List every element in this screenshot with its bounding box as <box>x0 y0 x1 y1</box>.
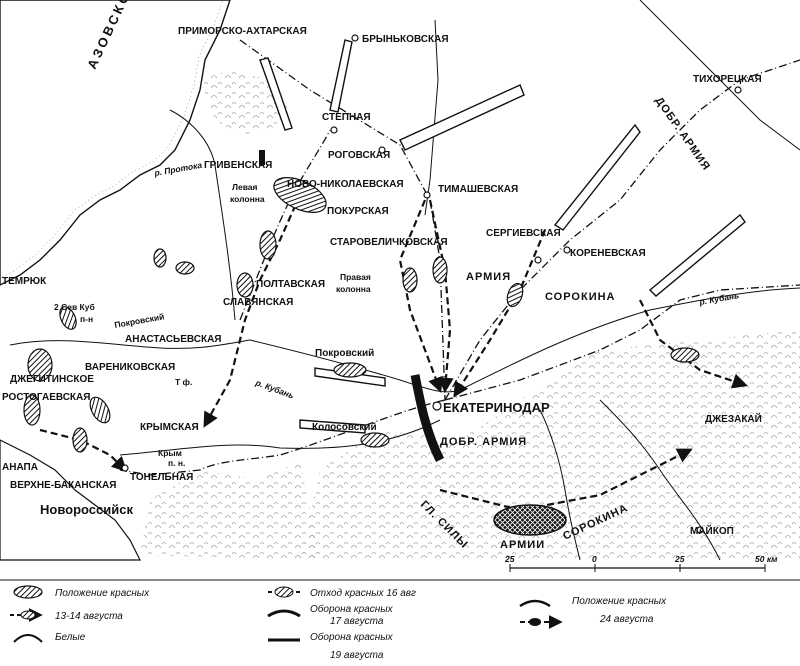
label-varenikovskaya: ВАРЕНИКОВСКАЯ <box>85 362 175 373</box>
red-positions <box>23 177 700 453</box>
legend-whites: Белые <box>55 632 86 643</box>
scale-tick-0: 25 <box>504 554 515 564</box>
main-forces-marker <box>493 504 567 536</box>
label-timashevskaya: ТИМАШЕВСКАЯ <box>438 184 518 195</box>
place-labels: ПРИМОРСКО-АХТАРСКАЯ БРЫНЬКОВСКАЯ ТИХОРЕЦ… <box>2 26 762 537</box>
legend-red-defense-19b: 19 августа <box>330 650 384 661</box>
label-krym-st: Крым <box>158 448 182 458</box>
scale-tick-2: 25 <box>674 554 685 564</box>
sea-area <box>0 0 231 286</box>
label-krym-pn: п. н. <box>168 458 185 468</box>
scale-tick-1: 0 <box>592 554 597 564</box>
label-sorokina: СОРОКИНА <box>545 291 615 303</box>
label-novorossiysk: Новороссийск <box>40 502 133 517</box>
legend-red-defense-19: Оборона красных <box>310 631 394 643</box>
label-kuban-small-2: п-н <box>80 314 93 324</box>
label-slavyanskaya: СЛАВЯНСКАЯ <box>223 297 293 308</box>
label-armiya: АРМИЯ <box>466 271 511 283</box>
label-primorsko: ПРИМОРСКО-АХТАРСКАЯ <box>178 26 307 37</box>
label-tonelnaya: ТОНЕЛЬНАЯ <box>130 472 193 483</box>
label-brynkovskaya: БРЫНЬКОВСКАЯ <box>362 34 449 45</box>
label-rostogaevskaya: РОСТОГАЕВСКАЯ <box>2 392 90 403</box>
mountain-relief <box>140 70 800 560</box>
legend-red-defense-17b: 17 августа <box>330 616 384 627</box>
label-pravaya: Правая <box>340 272 371 282</box>
label-krymskaya: КРЫМСКАЯ <box>140 422 199 433</box>
legend: Положение красных 13-14 августа Белые От… <box>10 585 667 661</box>
label-armii: АРМИИ <box>500 539 545 551</box>
black-sea-area <box>0 439 141 561</box>
label-tikhoretskaya: ТИХОРЕЦКАЯ <box>693 74 762 85</box>
scale-bar: 25 0 25 50 км <box>504 554 778 572</box>
label-verkhnebakanskaya: ВЕРХНЕ-БАКАНСКАЯ <box>10 480 116 491</box>
label-starovelichkovskaya: СТАРОВЕЛИЧКОВСКАЯ <box>330 237 448 248</box>
label-levaya-2: колонна <box>230 194 265 204</box>
legend-red-defense-17: Оборона красных <box>310 603 394 615</box>
label-grivenskaya: ГРИВЕНСКАЯ <box>204 160 272 171</box>
town-markers <box>121 34 742 534</box>
label-kuban: р. Кубань <box>253 377 295 400</box>
label-ekaterinodar: ЕКАТЕРИНОДАР <box>443 400 550 415</box>
label-kolosovsky: Колосовский <box>312 422 377 433</box>
legend-red-retreat: Отход красных 16 авг <box>310 588 416 599</box>
label-dobr-armiya-mid: ДОБР. АРМИЯ <box>440 436 527 448</box>
label-maykop: МАЙКОП <box>690 524 734 537</box>
label-novonikolaevskaya: НОВО-НИКОЛАЕВСКАЯ <box>287 179 404 190</box>
label-temryuk: ТЕМРЮК <box>2 276 47 287</box>
label-dzhiginskaya: ДЖЕГИТИНСКОЕ <box>10 374 94 385</box>
label-stepnaya: СТЕПНАЯ <box>322 112 371 123</box>
label-levaya: Левая <box>232 182 258 192</box>
label-sergievskaya: СЕРГИЕВСКАЯ <box>486 228 561 239</box>
label-dobr-armiya-top: ДОБР. АРМИЯ <box>653 95 713 173</box>
label-kuban-2: р. Кубань <box>698 290 740 307</box>
rivers <box>9 0 800 561</box>
white-army-arrows <box>259 39 746 434</box>
label-korenevskaya: КОРЕНЕВСКАЯ <box>570 248 646 259</box>
white-army-front <box>410 374 445 463</box>
legend-red-positions-24b: 24 августа <box>599 614 654 625</box>
label-rogovskaya: РОГОВСКАЯ <box>328 150 390 161</box>
label-pokurskaya: ПОКУРСКАЯ <box>327 206 389 217</box>
label-pokrovsky-2: Покровский <box>315 348 374 359</box>
label-tf: Т ф. <box>175 377 192 387</box>
scale-tick-3: 50 км <box>755 554 778 564</box>
label-kuban-small: 2 Сев Куб <box>54 302 95 312</box>
label-dzhezakay: ДЖЕЗАКАЙ <box>705 412 762 425</box>
label-pravaya-2: колонна <box>336 284 371 294</box>
legend-red-positions: Положение красных <box>55 588 150 599</box>
label-pokrovsky-1: Покровский <box>114 311 165 330</box>
label-anastasievskaya: АНАСТАСЬЕВСКАЯ <box>125 334 222 345</box>
label-anapa: АНАПА <box>2 462 38 473</box>
label-poltavskaya: ПОЛТАВСКАЯ <box>256 279 325 290</box>
legend-red-positions-24: Положение красных <box>572 596 667 607</box>
legend-aug-13-14: 13-14 августа <box>55 611 123 622</box>
